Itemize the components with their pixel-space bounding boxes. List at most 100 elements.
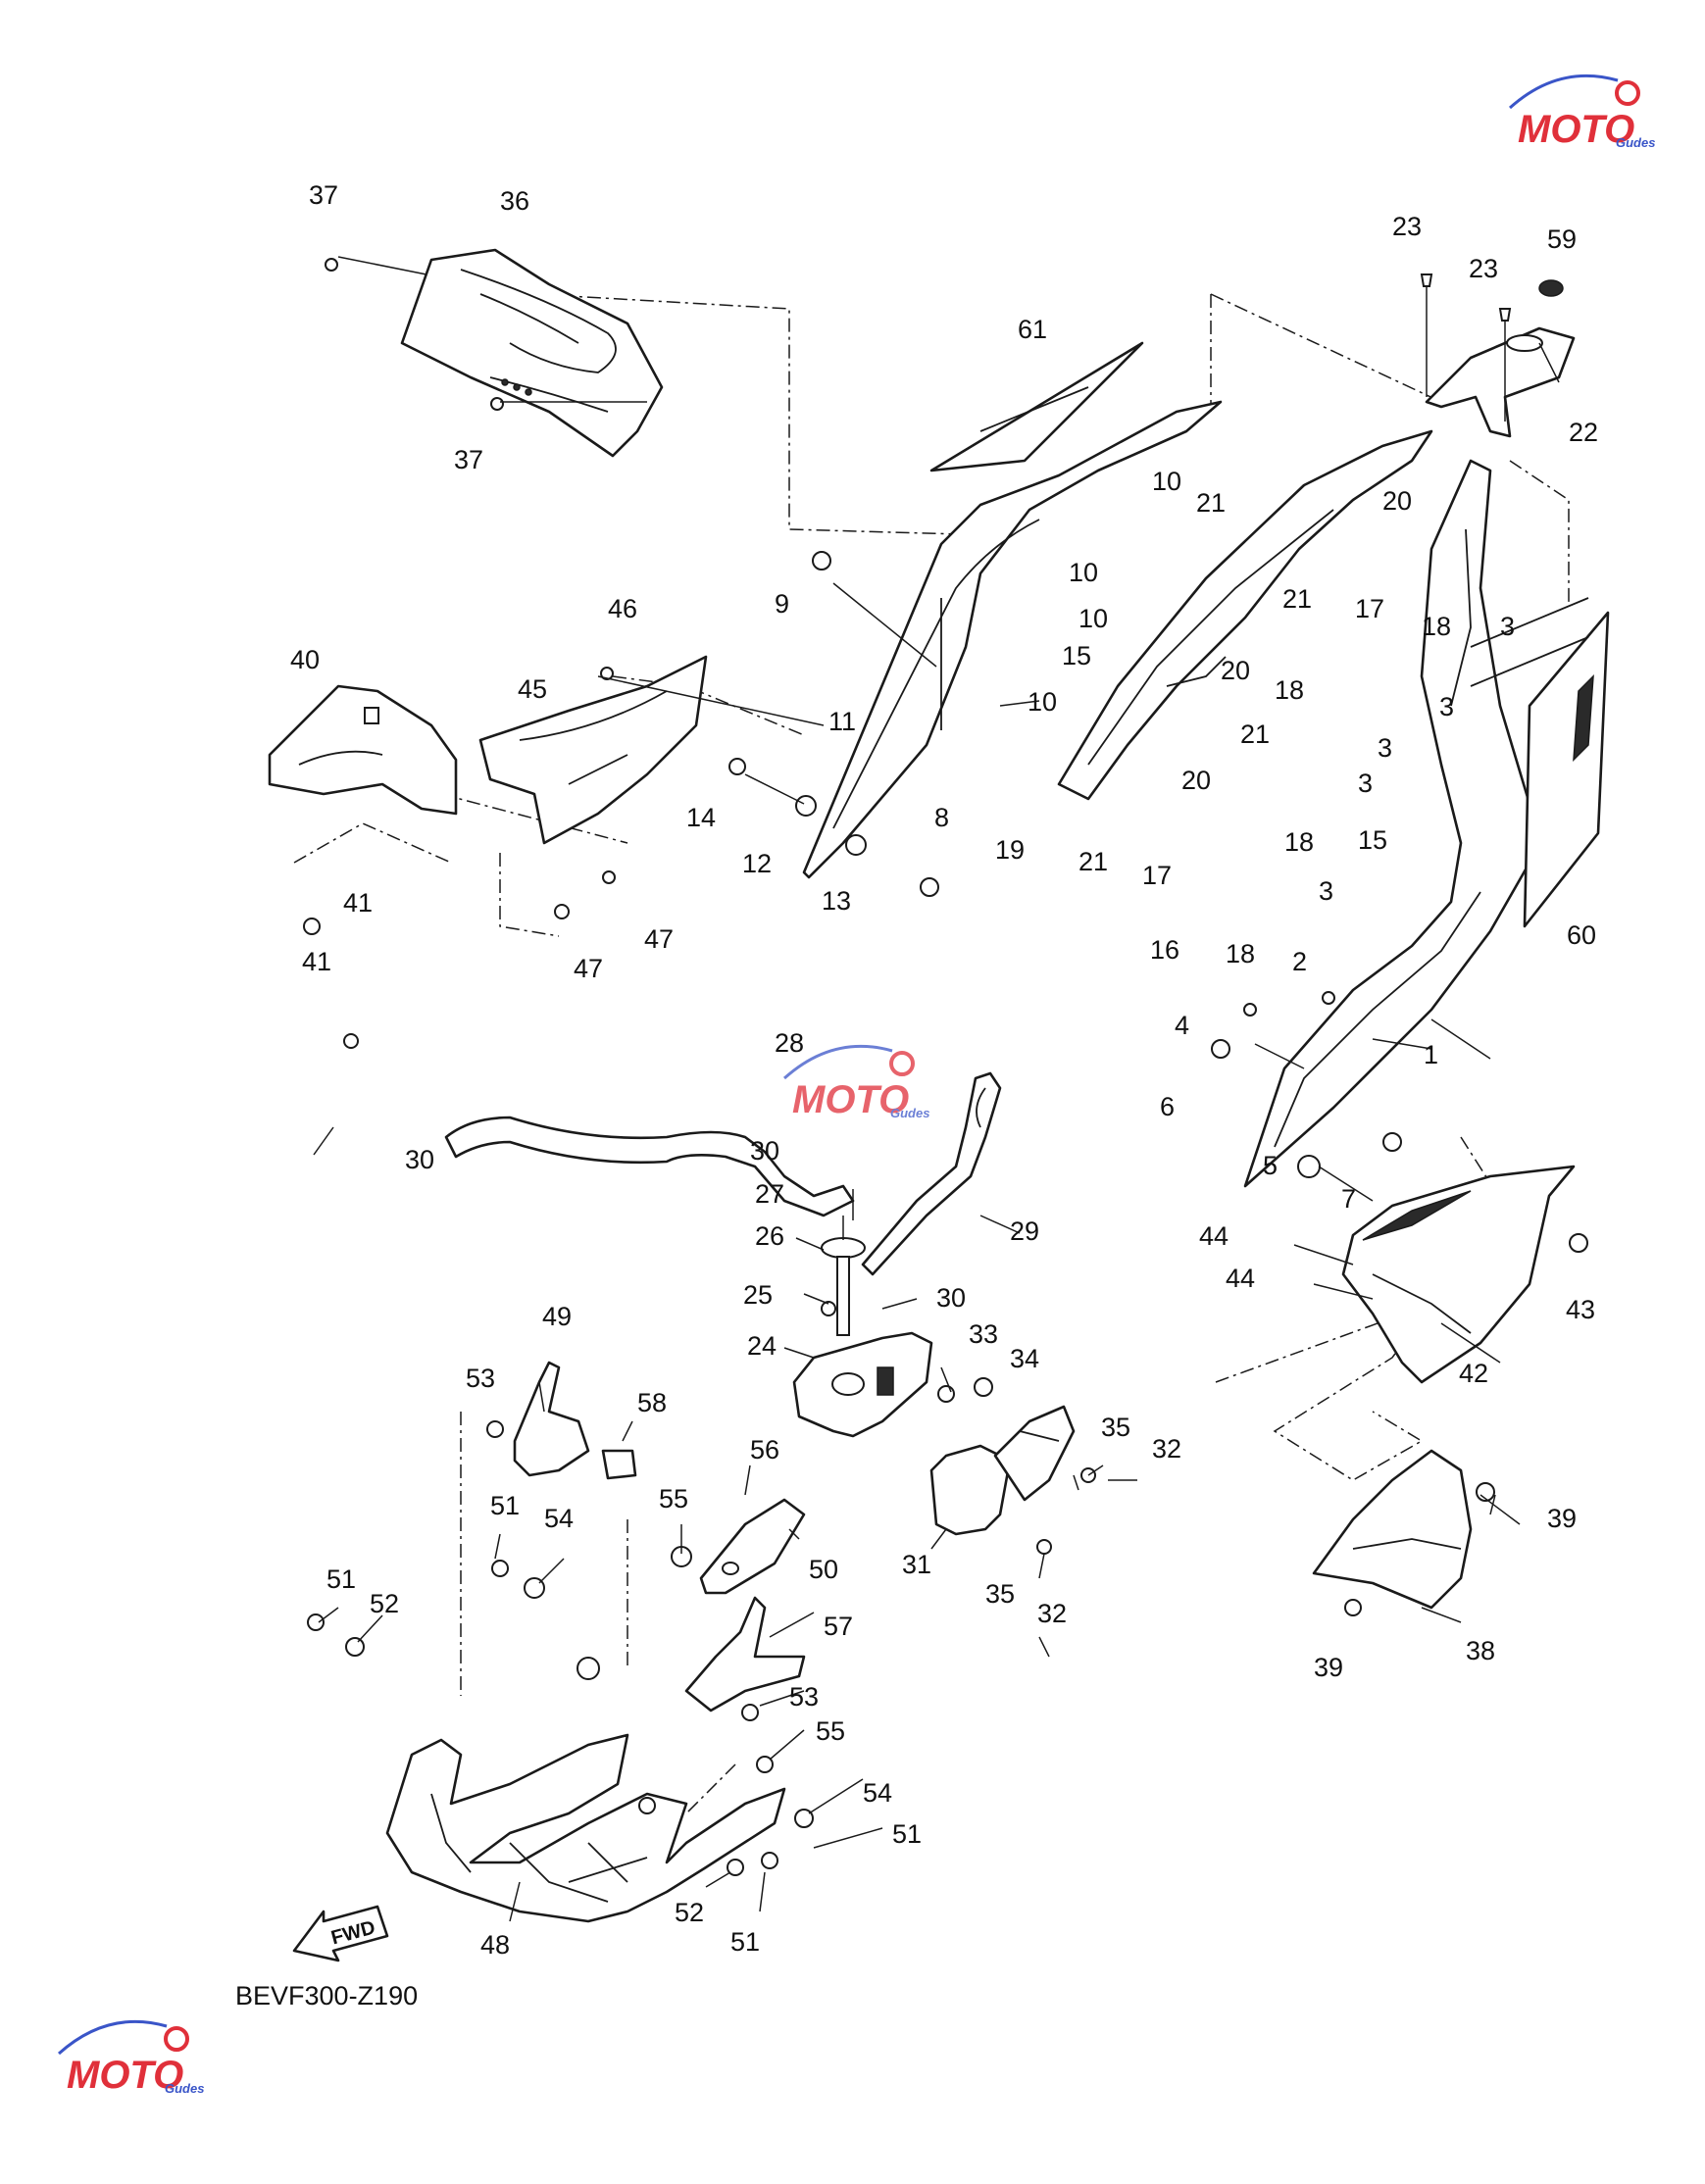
leader-lines bbox=[313, 256, 1560, 1922]
callout-52: 52 bbox=[370, 1589, 399, 1618]
part-1-stripes bbox=[1470, 597, 1589, 687]
watermark-logo-center: MOTO Gudes bbox=[782, 1044, 929, 1121]
callout-8: 8 bbox=[934, 803, 949, 832]
callout-24: 24 bbox=[747, 1331, 777, 1361]
callout-38: 38 bbox=[1466, 1636, 1495, 1665]
callout-labels: 37 36 37 61 23 23 59 22 10 21 20 10 10 9… bbox=[290, 180, 1598, 1960]
callout-6: 6 bbox=[1160, 1092, 1175, 1121]
callout-39: 39 bbox=[1314, 1653, 1343, 1682]
callout-18: 18 bbox=[1226, 939, 1255, 968]
callout-43: 43 bbox=[1566, 1295, 1595, 1324]
callout-3: 3 bbox=[1378, 733, 1392, 763]
callout-10: 10 bbox=[1028, 687, 1057, 717]
callout-18: 18 bbox=[1422, 612, 1451, 641]
part-24-reservoir bbox=[792, 1331, 933, 1438]
callout-31: 31 bbox=[902, 1550, 931, 1579]
callout-40: 40 bbox=[290, 645, 320, 674]
part-31-bracket bbox=[929, 1405, 1076, 1536]
callout-51: 51 bbox=[892, 1819, 922, 1849]
callout-53: 53 bbox=[466, 1364, 495, 1393]
diagram-code: BEVF300-Z190 bbox=[235, 1981, 418, 2010]
part-36-rear-cover bbox=[400, 248, 664, 458]
callout-46: 46 bbox=[608, 594, 637, 623]
callout-32: 32 bbox=[1152, 1434, 1181, 1464]
callout-25: 25 bbox=[743, 1280, 773, 1310]
svg-text:Gudes: Gudes bbox=[890, 1106, 929, 1120]
callout-35: 35 bbox=[985, 1579, 1015, 1609]
svg-text:Gudes: Gudes bbox=[1616, 135, 1655, 150]
callout-45: 45 bbox=[518, 674, 547, 704]
svg-text:Gudes: Gudes bbox=[165, 2081, 204, 2096]
callout-3: 3 bbox=[1358, 769, 1373, 798]
watermark-logo-bottom-left: MOTO Gudes bbox=[57, 2019, 204, 2097]
callout-51: 51 bbox=[490, 1491, 520, 1520]
part-42-cover bbox=[1341, 1165, 1576, 1384]
callout-59: 59 bbox=[1547, 224, 1577, 254]
part-26-cap bbox=[821, 1237, 866, 1336]
callout-23: 23 bbox=[1469, 254, 1498, 283]
callout-14: 14 bbox=[686, 803, 716, 832]
callout-39: 39 bbox=[1547, 1504, 1577, 1533]
part-23-screws bbox=[1420, 273, 1512, 422]
callout-48: 48 bbox=[480, 1930, 510, 1960]
callout-50: 50 bbox=[809, 1555, 838, 1584]
callout-53: 53 bbox=[789, 1682, 819, 1712]
callout-20: 20 bbox=[1382, 486, 1412, 516]
part-50-bracket bbox=[699, 1498, 806, 1595]
callout-18: 18 bbox=[1284, 827, 1314, 857]
callout-37: 37 bbox=[309, 180, 338, 210]
callout-23: 23 bbox=[1392, 212, 1422, 241]
part-38-cover bbox=[1312, 1449, 1473, 1610]
callout-17: 17 bbox=[1355, 594, 1384, 623]
callout-42: 42 bbox=[1459, 1359, 1488, 1388]
callout-61: 61 bbox=[1018, 315, 1047, 344]
callout-36: 36 bbox=[500, 186, 529, 216]
callout-58: 58 bbox=[637, 1388, 667, 1417]
callout-16: 16 bbox=[1150, 935, 1179, 965]
part-59-grommet bbox=[1538, 279, 1564, 297]
callout-37: 37 bbox=[454, 445, 483, 474]
callout-15: 15 bbox=[1358, 825, 1387, 855]
callout-21: 21 bbox=[1282, 584, 1312, 614]
callout-51: 51 bbox=[730, 1927, 760, 1957]
callout-35: 35 bbox=[1101, 1413, 1130, 1442]
callout-54: 54 bbox=[544, 1504, 574, 1533]
svg-text:MOTO: MOTO bbox=[1518, 108, 1634, 151]
part-60-decal bbox=[1523, 611, 1610, 928]
callout-28: 28 bbox=[775, 1028, 804, 1058]
callout-19: 19 bbox=[995, 835, 1025, 865]
callout-57: 57 bbox=[824, 1612, 853, 1641]
callout-29: 29 bbox=[1010, 1216, 1039, 1246]
callout-20: 20 bbox=[1181, 766, 1211, 795]
callout-21: 21 bbox=[1196, 488, 1226, 518]
part-8-frame-left bbox=[802, 400, 1223, 879]
callout-3: 3 bbox=[1500, 612, 1515, 641]
callout-30: 30 bbox=[405, 1145, 434, 1174]
callout-5: 5 bbox=[1263, 1151, 1278, 1180]
callout-30: 30 bbox=[936, 1283, 966, 1313]
callout-21: 21 bbox=[1240, 720, 1270, 749]
part-57-bracket bbox=[684, 1596, 806, 1712]
callout-18: 18 bbox=[1275, 675, 1304, 705]
watermark-logo-top-right: MOTO Gudes bbox=[1508, 74, 1655, 151]
callout-44: 44 bbox=[1199, 1221, 1229, 1251]
callout-22: 22 bbox=[1569, 418, 1598, 447]
callout-2: 2 bbox=[1292, 947, 1307, 976]
part-22-bracket bbox=[1425, 326, 1576, 438]
svg-text:MOTO: MOTO bbox=[67, 2054, 183, 2097]
part-61-decal bbox=[929, 341, 1144, 472]
callout-20: 20 bbox=[1221, 656, 1250, 685]
callout-21: 21 bbox=[1078, 847, 1108, 876]
callout-52: 52 bbox=[675, 1898, 704, 1927]
callout-55: 55 bbox=[659, 1484, 688, 1514]
callout-12: 12 bbox=[742, 849, 772, 878]
part-45-bracket bbox=[478, 655, 708, 845]
callout-26: 26 bbox=[755, 1221, 784, 1251]
fwd-arrow: FWD bbox=[292, 1905, 389, 1962]
part-29-hose bbox=[861, 1071, 1002, 1276]
callout-55: 55 bbox=[816, 1716, 845, 1746]
callout-60: 60 bbox=[1567, 920, 1596, 950]
callout-1: 1 bbox=[1424, 1040, 1438, 1069]
callout-47: 47 bbox=[574, 954, 603, 983]
